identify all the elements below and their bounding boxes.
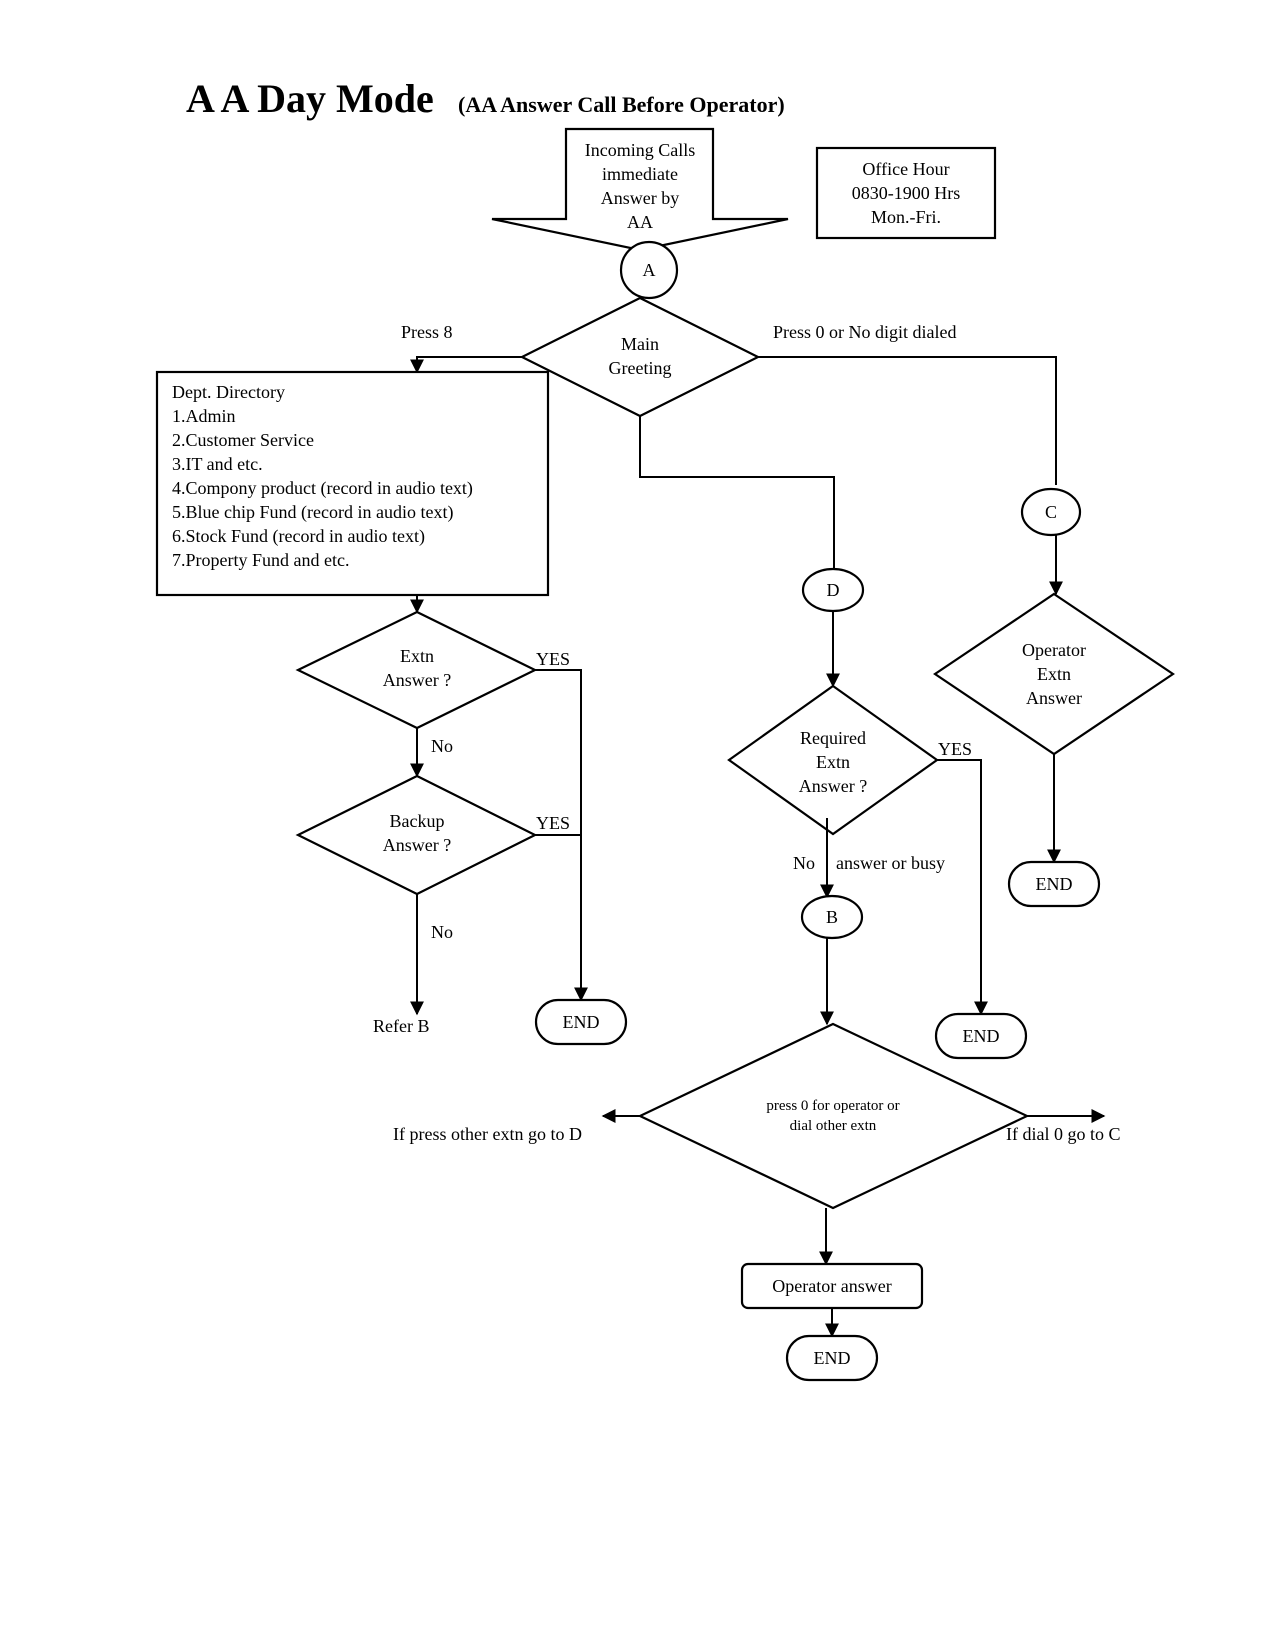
no-label-3: No [793, 853, 815, 873]
directory-item: 1.Admin [172, 406, 236, 426]
directory-item: 2.Customer Service [172, 430, 314, 450]
svg-text:Answer: Answer [1026, 688, 1082, 708]
svg-text:Required: Required [800, 728, 866, 748]
svg-text:B: B [826, 907, 838, 927]
svg-text:A: A [643, 260, 656, 280]
no-label-2: No [431, 922, 453, 942]
end-terminal-4: END [1007, 860, 1101, 908]
svg-text:D: D [827, 580, 840, 600]
office-hour-line-3: Mon.-Fri. [871, 207, 941, 227]
svg-text:Extn: Extn [400, 646, 434, 666]
press0-decision: press 0 for operator or dial other extn [637, 1022, 1030, 1210]
dept-directory-box: Dept. Directory 1.Admin 2.Customer Servi… [155, 370, 550, 597]
svg-text:END: END [814, 1348, 851, 1368]
end-terminal-2: END [934, 1012, 1028, 1060]
incoming-line-3: Answer by [601, 188, 680, 208]
answer-busy-label: answer or busy [836, 853, 945, 873]
end-terminal-1: END [534, 998, 628, 1046]
page-subtitle: (AA Answer Call Before Operator) [458, 92, 785, 117]
press0-label: Press 0 or No digit dialed [773, 322, 956, 342]
yes-line-to-end [535, 669, 588, 1002]
incoming-line-2: immediate [602, 164, 678, 184]
yes-line-to-end-2 [937, 759, 988, 1016]
page-title: A A Day Mode [186, 76, 434, 121]
no-label-1: No [431, 736, 453, 756]
operator-extn-decision: Operator Extn Answer [933, 592, 1175, 756]
line-to-c [758, 356, 1057, 485]
svg-text:END: END [1036, 874, 1073, 894]
incoming-line-4: AA [627, 212, 653, 232]
svg-text:C: C [1045, 502, 1057, 522]
main-greeting-decision: Main Greeting [519, 296, 761, 418]
backup-answer-decision: Backup Answer ? [295, 774, 538, 896]
directory-item: 3.IT and etc. [172, 454, 263, 474]
svg-text:Backup: Backup [390, 811, 445, 831]
svg-text:END: END [563, 1012, 600, 1032]
yes-label-1: YES [536, 649, 570, 669]
svg-text:Greeting: Greeting [609, 358, 672, 378]
connector-d: D [801, 567, 865, 613]
directory-item: 5.Blue chip Fund (record in audio text) [172, 502, 453, 523]
svg-text:dial other extn: dial other extn [790, 1118, 877, 1134]
incoming-calls-arrow: Incoming Calls immediate Answer by AA [491, 127, 789, 252]
refer-b-label: Refer B [373, 1016, 429, 1036]
directory-heading: Dept. Directory [172, 382, 285, 402]
connector-a: A [619, 240, 679, 300]
svg-text:Operator answer: Operator answer [772, 1276, 891, 1296]
office-hour-box: Office Hour 0830-1900 Hrs Mon.-Fri. [815, 146, 997, 240]
directory-item: 7.Property Fund and etc. [172, 550, 349, 570]
directory-item: 4.Compony product (record in audio text) [172, 478, 473, 499]
office-hour-line-2: 0830-1900 Hrs [852, 183, 961, 203]
connector-c: C [1020, 487, 1082, 537]
office-hour-line-1: Office Hour [862, 159, 949, 179]
svg-text:Operator: Operator [1022, 640, 1086, 660]
yes-label-3: YES [938, 739, 972, 759]
directory-item: 6.Stock Fund (record in audio text) [172, 526, 425, 547]
extn-answer-decision: Extn Answer ? [295, 610, 538, 730]
if-press-other-label: If press other extn go to D [393, 1124, 582, 1144]
operator-answer-box: Operator answer [740, 1262, 924, 1310]
svg-text:Answer ?: Answer ? [799, 776, 867, 796]
line-to-d [639, 416, 835, 571]
yes-label-2: YES [536, 813, 570, 833]
press8-label: Press 8 [401, 322, 453, 342]
svg-text:Extn: Extn [1037, 664, 1071, 684]
incoming-line-1: Incoming Calls [585, 140, 696, 160]
svg-text:press 0 for operator or: press 0 for operator or [766, 1098, 899, 1114]
svg-text:END: END [963, 1026, 1000, 1046]
svg-text:Answer ?: Answer ? [383, 835, 451, 855]
svg-text:Answer ?: Answer ? [383, 670, 451, 690]
arrow-to-directory [410, 356, 522, 374]
end-terminal-3: END [785, 1334, 879, 1382]
svg-text:Extn: Extn [816, 752, 850, 772]
svg-text:Main: Main [621, 334, 659, 354]
if-dial0-label: If dial 0 go to C [1006, 1124, 1121, 1144]
required-extn-decision: Required Extn Answer ? [727, 684, 939, 836]
connector-b: B [800, 894, 864, 940]
